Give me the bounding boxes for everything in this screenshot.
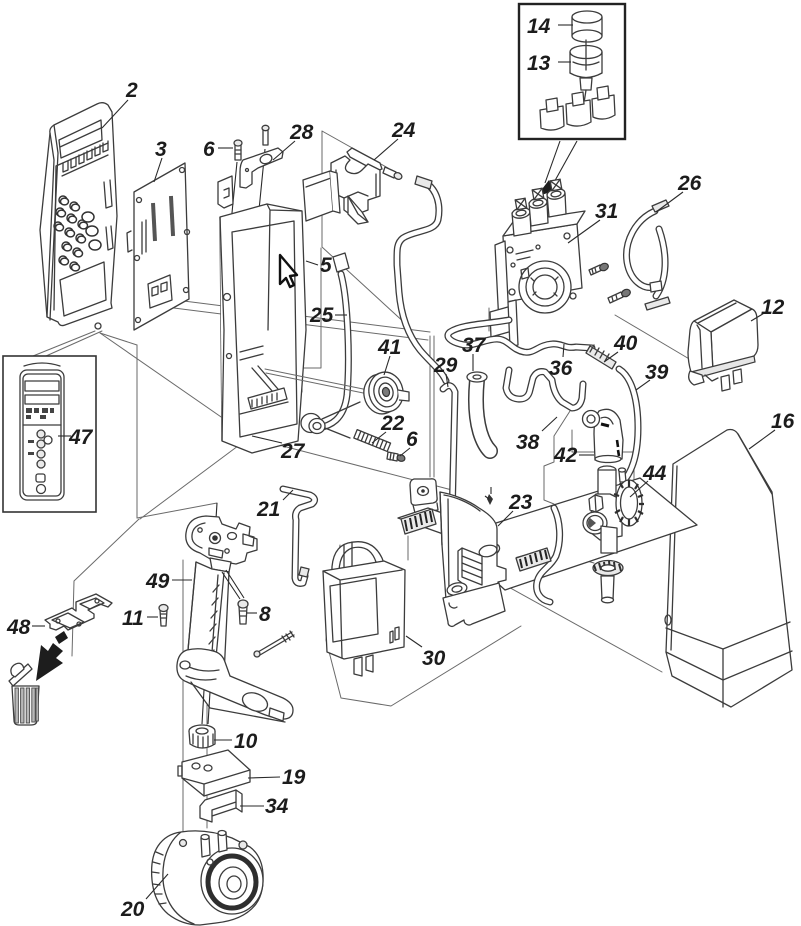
svg-text:22: 22 (380, 412, 405, 435)
svg-text:5: 5 (320, 254, 332, 277)
svg-text:39: 39 (645, 361, 669, 384)
svg-text:29: 29 (433, 354, 458, 377)
svg-text:16: 16 (771, 410, 795, 433)
svg-text:44: 44 (642, 462, 667, 485)
svg-text:42: 42 (553, 444, 578, 467)
svg-text:21: 21 (256, 498, 280, 521)
svg-text:40: 40 (613, 332, 638, 355)
svg-text:10: 10 (234, 730, 258, 753)
svg-text:36: 36 (549, 357, 573, 380)
svg-text:38: 38 (516, 431, 540, 454)
svg-text:48: 48 (6, 616, 31, 639)
svg-text:47: 47 (68, 426, 94, 449)
svg-text:2: 2 (125, 79, 138, 102)
svg-text:6: 6 (203, 138, 215, 161)
svg-text:24: 24 (391, 119, 416, 142)
svg-text:11: 11 (122, 607, 144, 630)
svg-text:25: 25 (309, 304, 334, 327)
svg-text:23: 23 (508, 491, 533, 514)
svg-text:13: 13 (527, 52, 551, 75)
svg-text:30: 30 (422, 647, 446, 670)
svg-text:27: 27 (280, 440, 306, 463)
svg-text:41: 41 (377, 336, 401, 359)
svg-text:6: 6 (406, 428, 418, 451)
svg-text:37: 37 (462, 334, 487, 357)
svg-text:49: 49 (145, 570, 170, 593)
svg-text:12: 12 (761, 296, 785, 319)
svg-text:31: 31 (595, 200, 618, 223)
svg-text:8: 8 (259, 603, 271, 626)
svg-text:20: 20 (120, 898, 145, 921)
svg-text:34: 34 (265, 795, 289, 818)
svg-text:19: 19 (282, 766, 306, 789)
svg-text:14: 14 (527, 15, 551, 38)
svg-text:3: 3 (155, 138, 167, 161)
svg-text:28: 28 (289, 121, 314, 144)
svg-text:26: 26 (677, 172, 702, 195)
